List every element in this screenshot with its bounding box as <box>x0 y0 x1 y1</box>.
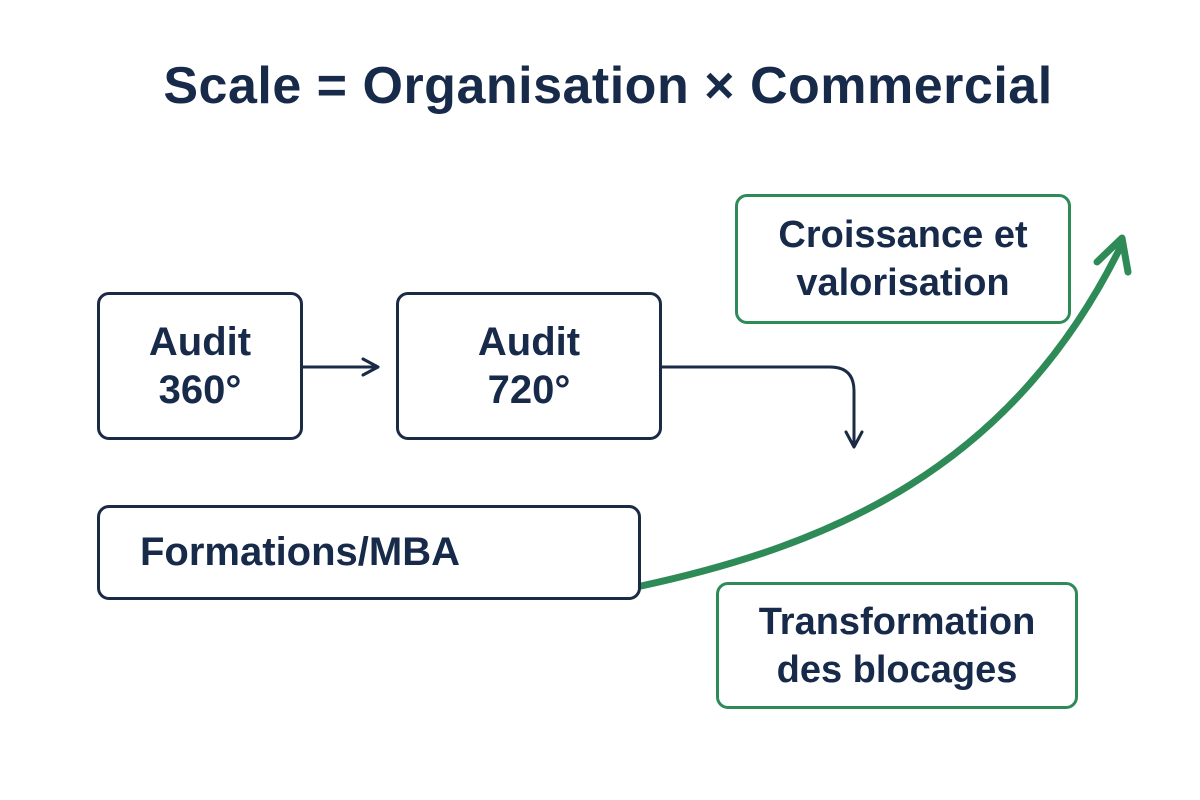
node-audit-360-line1: Audit <box>148 320 252 364</box>
growth-curve-arrow <box>637 244 1124 590</box>
node-audit-720: Audit 720° <box>396 292 662 440</box>
node-croissance-line2: valorisation <box>796 262 1010 304</box>
node-formations-mba: Formations/MBA <box>97 505 641 600</box>
arrow-audit720-down <box>662 365 864 449</box>
node-transformation-line2: des blocages <box>776 648 1018 691</box>
node-audit-720-line1: Audit <box>477 320 581 364</box>
node-transformation-blocages: Transformation des blocages <box>716 582 1078 709</box>
node-audit-360-line2: 360° <box>158 368 242 412</box>
growth-arrowhead <box>1093 234 1132 276</box>
diagram-title: Scale = Organisation × Commercial <box>163 57 1053 115</box>
node-audit-720-line2: 720° <box>487 368 571 412</box>
node-croissance-line1: Croissance et <box>778 214 1028 256</box>
node-transformation-line1: Transformation <box>758 600 1036 643</box>
node-croissance-valorisation: Croissance et valorisation <box>735 194 1071 324</box>
node-audit-360: Audit 360° <box>97 292 303 440</box>
node-formations-mba-label: Formations/MBA <box>140 530 460 574</box>
